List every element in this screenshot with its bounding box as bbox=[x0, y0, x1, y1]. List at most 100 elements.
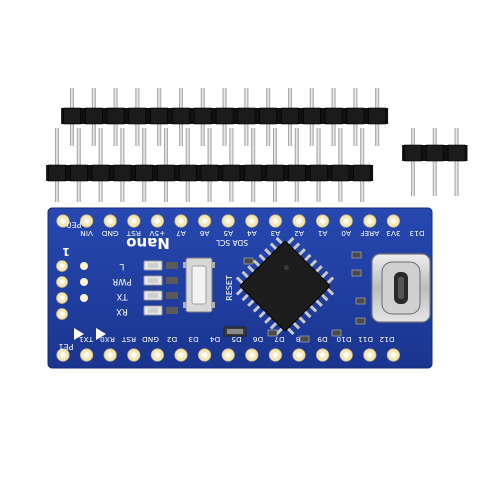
pad-row-top bbox=[56, 214, 400, 228]
chip-pin bbox=[258, 310, 267, 319]
pcb-substrate bbox=[47, 207, 433, 369]
chip-pin bbox=[269, 321, 278, 330]
pin-hole bbox=[84, 218, 90, 224]
header-pin-block bbox=[346, 107, 365, 125]
microcontroller-chip bbox=[235, 236, 335, 336]
pin-label: +5V bbox=[149, 229, 165, 238]
header-pin-block bbox=[157, 164, 175, 182]
pin-hole bbox=[59, 263, 65, 269]
pin-hole bbox=[60, 352, 66, 358]
chip-pin bbox=[269, 242, 278, 251]
pin-label: AREF bbox=[360, 229, 379, 238]
pin-hole bbox=[225, 352, 231, 358]
usb-c-port bbox=[371, 253, 431, 323]
header-pin-block bbox=[70, 164, 88, 182]
chip-pin bbox=[315, 299, 323, 307]
header-pin-block bbox=[85, 107, 103, 125]
header-pin-block bbox=[106, 107, 125, 125]
led-label: L bbox=[119, 261, 124, 271]
header-pin-block bbox=[135, 164, 153, 182]
marker-pe1-label: PE1 bbox=[59, 342, 74, 351]
pin-label: GND bbox=[142, 335, 159, 344]
pin-hole bbox=[320, 352, 326, 358]
pin-label: A7 bbox=[176, 229, 186, 238]
pin-label: D4 bbox=[210, 335, 221, 344]
pin-hole bbox=[107, 352, 113, 358]
pin-label: 3V3 bbox=[386, 229, 401, 238]
smd-part bbox=[355, 317, 366, 325]
pin-hole bbox=[272, 218, 278, 224]
header-pin-block bbox=[404, 144, 422, 162]
pin-label: D10 bbox=[336, 335, 351, 344]
pad-column-left bbox=[56, 260, 68, 320]
pin-hole bbox=[272, 352, 278, 358]
chip-pin bbox=[320, 293, 329, 302]
pin-arrow-marker bbox=[74, 328, 84, 340]
led-lens bbox=[148, 293, 158, 298]
header-pin-block bbox=[259, 107, 278, 125]
pin-label: D3 bbox=[188, 335, 199, 344]
chip-pin bbox=[309, 259, 318, 268]
pin-hole bbox=[59, 295, 65, 301]
pin-label: A3 bbox=[270, 229, 280, 238]
header-pin-block bbox=[91, 164, 110, 182]
chip-pin bbox=[264, 248, 272, 256]
chip-pin bbox=[292, 321, 301, 330]
header-pin-block bbox=[237, 107, 256, 125]
pin-label: VIN bbox=[80, 229, 93, 238]
header-pin-block bbox=[309, 164, 328, 182]
pin-hole bbox=[390, 218, 396, 224]
resistor-component bbox=[166, 307, 178, 314]
pin-label: A2 bbox=[294, 229, 304, 238]
led-label: TX bbox=[116, 291, 128, 301]
pin-label: A6 bbox=[199, 229, 209, 238]
header-pin-block bbox=[368, 107, 387, 125]
header-pin-block bbox=[128, 107, 147, 125]
chip-pin bbox=[326, 276, 335, 285]
chip-pin bbox=[258, 253, 267, 262]
led-lens bbox=[148, 263, 158, 268]
header-pin-block bbox=[353, 164, 372, 182]
header-pin-block bbox=[425, 144, 444, 162]
chip-pin bbox=[320, 270, 329, 279]
pin-hole bbox=[390, 352, 396, 358]
pin-label: D9 bbox=[317, 335, 328, 344]
chip-pin bbox=[235, 287, 244, 296]
header-pin-block bbox=[302, 107, 321, 125]
header-pin-block bbox=[331, 164, 350, 182]
chip-pin bbox=[247, 265, 255, 273]
chip-pin bbox=[252, 304, 261, 313]
pin-hole bbox=[131, 218, 137, 224]
pin-label: D6 bbox=[253, 335, 264, 344]
pin-label: D7 bbox=[274, 335, 285, 344]
header-pin-block bbox=[287, 164, 306, 182]
i2c-label: SDA SCL bbox=[215, 238, 248, 247]
pin-hole bbox=[59, 311, 65, 317]
test-pad bbox=[80, 262, 88, 270]
pin-hole bbox=[107, 218, 113, 224]
pin-header-strip-bottom bbox=[46, 128, 374, 202]
pin-header-strip-top bbox=[61, 88, 389, 146]
pin-hole bbox=[367, 352, 373, 358]
pin-label: D2 bbox=[167, 335, 177, 344]
chip-pin bbox=[286, 236, 295, 245]
chip-pin bbox=[298, 248, 306, 256]
pin-hole bbox=[154, 352, 160, 358]
chip-pin bbox=[241, 270, 250, 279]
pin-label: RST bbox=[121, 335, 136, 344]
header-pin-block bbox=[222, 164, 241, 182]
resistor-component bbox=[166, 292, 178, 299]
pin-hole bbox=[202, 352, 208, 358]
smd-part bbox=[299, 335, 310, 343]
pin-hole bbox=[60, 218, 66, 224]
pin-hole bbox=[178, 352, 184, 358]
chip-pin bbox=[275, 236, 284, 245]
pin-hole bbox=[343, 218, 349, 224]
chip-pin bbox=[235, 276, 244, 285]
header-pin-block bbox=[150, 107, 168, 125]
pin-label: D5 bbox=[231, 335, 242, 344]
header-pin-block bbox=[200, 164, 219, 182]
smd-part bbox=[243, 257, 254, 265]
header-pin-block bbox=[194, 107, 212, 125]
